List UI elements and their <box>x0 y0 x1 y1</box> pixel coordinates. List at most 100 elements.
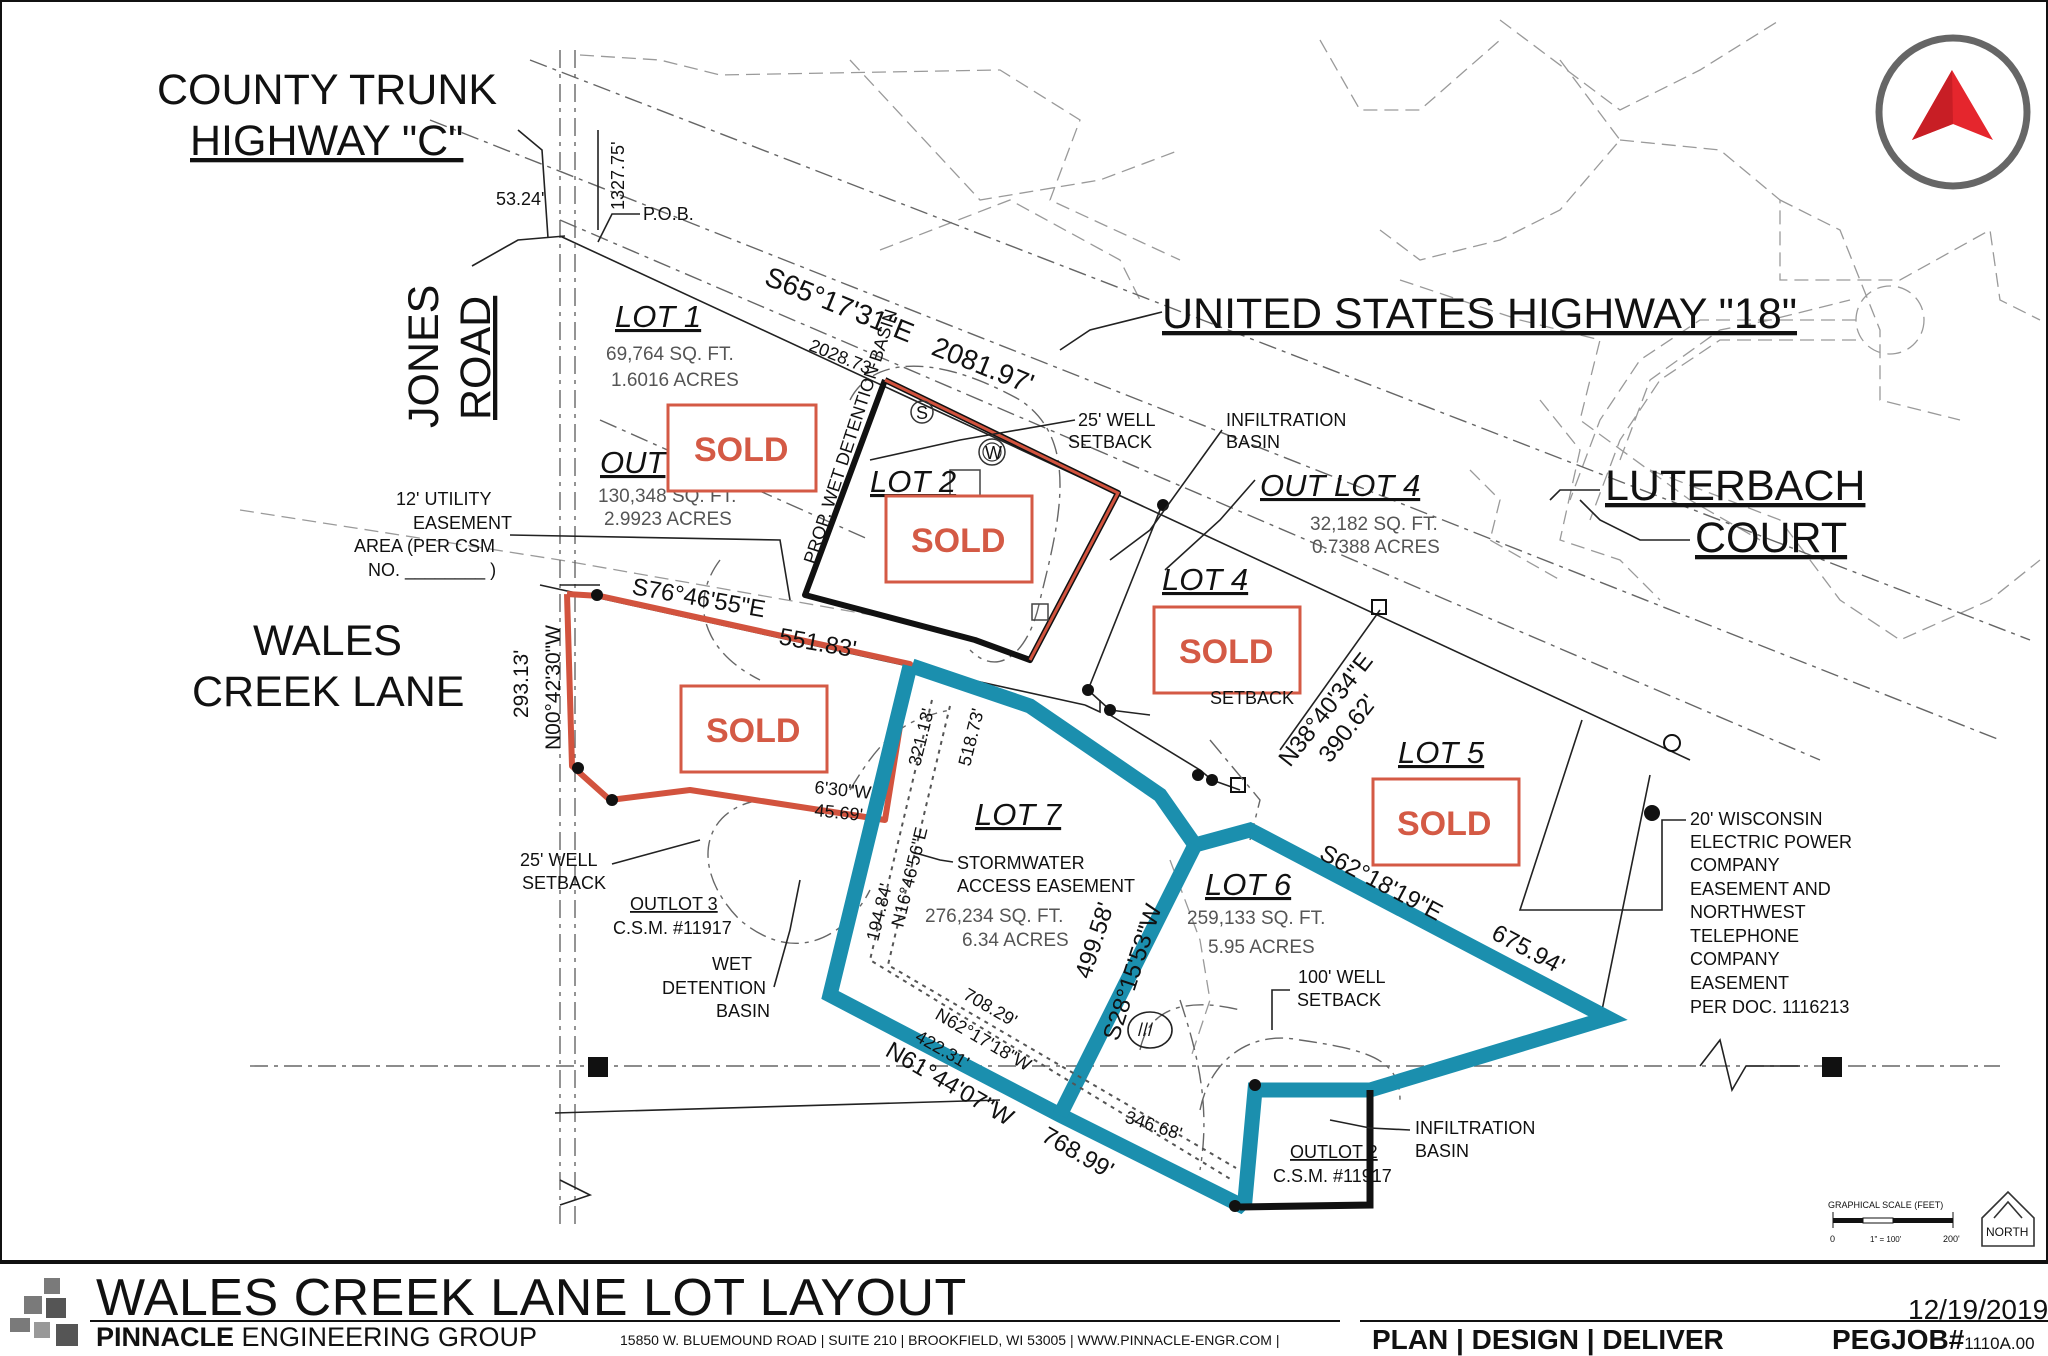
lot1-acres: 1.6016 ACRES <box>611 370 739 391</box>
sold-tag-lot4: SOLD <box>1152 605 1302 695</box>
job-prefix: PEGJOB# <box>1832 1324 1965 1355</box>
svg-text:EASEMENT: EASEMENT <box>1690 973 1789 993</box>
outlot4-acres: 0.7388 ACRES <box>1312 537 1440 558</box>
firm-name: PINNACLE ENGINEERING GROUP <box>96 1322 537 1353</box>
leader <box>517 129 549 239</box>
svg-text:20' WISCONSIN: 20' WISCONSIN <box>1690 809 1822 829</box>
well-setback-100-1: 100' WELL <box>1298 967 1386 987</box>
well-setback-left-1: 25' WELL <box>520 850 597 870</box>
outlot3-label-1: OUTLOT 3 <box>630 894 718 914</box>
outlot1-acres: 2.9923 ACRES <box>604 509 732 530</box>
lot4-label: LOT 4 <box>1162 562 1248 597</box>
jones-road-label-1: JONES <box>400 285 448 428</box>
wet-detention-2: DETENTION <box>662 978 766 998</box>
well-setback-100-2: SETBACK <box>1297 990 1381 1010</box>
svg-text:TELEPHONE: TELEPHONE <box>1690 926 1799 946</box>
svg-text:COMPANY: COMPANY <box>1690 855 1780 875</box>
utility-easement-4: NO. ________ ) <box>368 560 496 581</box>
lot1-sqft: 69,764 SQ. FT. <box>606 344 734 365</box>
us-highway-label: UNITED STATES HIGHWAY "18" <box>1162 290 1797 338</box>
outlot4-sqft: 32,182 SQ. FT. <box>1310 514 1438 535</box>
wet-detention-1: WET <box>712 954 752 974</box>
setback-partial-label: SETBACK <box>1210 688 1294 708</box>
lot5-label: LOT 5 <box>1398 735 1485 770</box>
well-setback-left-2: SETBACK <box>522 873 606 893</box>
title-divider-right <box>1360 1320 2048 1322</box>
septic-marker <box>910 400 934 424</box>
lot6-sqft: 259,133 SQ. FT. <box>1187 908 1325 929</box>
outlot1-label: OUT <box>600 445 668 480</box>
infiltration-top-2: BASIN <box>1226 432 1280 452</box>
infiltration-bottom-2: BASIN <box>1415 1141 1469 1161</box>
infiltration-top-1: INFILTRATION <box>1226 410 1346 430</box>
svg-text:S65°17'31"E: S65°17'31"E <box>761 261 918 349</box>
svg-text:293.13': 293.13' <box>510 650 533 718</box>
svg-text:321.13': 321.13' <box>904 706 938 768</box>
pob-label: P.O.B. <box>643 204 694 224</box>
svg-text:518.73': 518.73' <box>954 706 988 768</box>
lot6-acres: 5.95 ACRES <box>1208 937 1315 958</box>
title-divider <box>90 1320 1340 1322</box>
svg-text:N00°42'30"W: N00°42'30"W <box>542 625 565 750</box>
svg-text:EASEMENT AND: EASEMENT AND <box>1690 879 1831 899</box>
septic-marker-label: S <box>916 403 928 423</box>
well-marker <box>978 438 1006 466</box>
sold-tag-lot1: SOLD <box>666 403 818 493</box>
well-setback-top-2: SETBACK <box>1068 432 1152 452</box>
svg-text:2028.73': 2028.73' <box>807 335 878 379</box>
utility-easement-2: EASEMENT <box>413 513 512 533</box>
stormwater-easement-line <box>868 699 1233 1181</box>
stormwater-label-1: STORMWATER <box>957 853 1085 873</box>
graphical-scale: GRAPHICAL SCALE (FEET) 0 1" = 100' 200' <box>1828 1200 1960 1244</box>
county-trunk-label-2: HIGHWAY "C" <box>190 117 463 165</box>
lot-lines <box>588 499 1842 1077</box>
svg-text:PER DOC. 1116213: PER DOC. 1116213 <box>1690 997 1849 1017</box>
site-plan: /// S W COUNTY TRUNK HIGHWAY "C" JONES R… <box>0 0 2048 1262</box>
firm-tagline: PLAN | DESIGN | DELIVER <box>1372 1324 1724 1355</box>
sold-tag-lot5: SOLD <box>1371 777 1521 867</box>
svg-text:551.83': 551.83' <box>777 623 859 663</box>
plan-date: 12/19/2019 <box>1908 1294 2048 1325</box>
svg-text:53.24': 53.24' <box>496 189 544 209</box>
road-linework <box>250 50 2031 1230</box>
wet-detention-3: BASIN <box>716 1001 770 1021</box>
sheet-border <box>0 0 2048 1262</box>
svg-text:ELECTRIC POWER: ELECTRIC POWER <box>1690 832 1852 852</box>
wales-creek-label-2: CREEK LANE <box>192 668 464 716</box>
page-title: WALES CREEK LANE LOT LAYOUT <box>96 1269 967 1327</box>
svg-text:0: 0 <box>1830 1234 1835 1244</box>
stormwater-easement-line-2 <box>886 705 1237 1169</box>
svg-text:SOLD: SOLD <box>911 522 1005 560</box>
svg-text:NORTH: NORTH <box>1986 1225 2028 1239</box>
outlot3-label-2: C.S.M. #11917 <box>613 918 732 938</box>
svg-text:1" = 100': 1" = 100' <box>1870 1235 1902 1244</box>
lot2-boundary-accent <box>884 378 1121 661</box>
lot6-lot7-line <box>1053 841 1202 1119</box>
title-block: WALES CREEK LANE LOT LAYOUT PINNACLE ENG… <box>0 1262 2048 1355</box>
luterbach-label-1: LUTERBACH <box>1605 462 1865 510</box>
north-arrow <box>1875 34 2031 190</box>
svg-text:200': 200' <box>1943 1234 1960 1244</box>
north-symbol: NORTH <box>1981 1190 2035 1247</box>
svg-text:COMPANY: COMPANY <box>1690 949 1780 969</box>
firm-name-rest: ENGINEERING GROUP <box>234 1322 538 1352</box>
infiltration-bottom-1: INFILTRATION <box>1415 1118 1535 1138</box>
well-marker-label: W <box>985 443 1002 463</box>
jones-road-label-2: ROAD <box>452 296 500 420</box>
sold-tag-lot2: SOLD <box>884 494 1034 584</box>
well-setback-top-1: 25' WELL <box>1078 410 1155 430</box>
svg-text:SOLD: SOLD <box>1179 633 1273 671</box>
utility-easement-3: AREA (PER CSM <box>354 536 495 556</box>
outlot2-label-1: OUTLOT 2 <box>1290 1142 1378 1162</box>
svg-text:SOLD: SOLD <box>1397 805 1491 843</box>
firm-address: 15850 W. BLUEMOUND ROAD | SUITE 210 | BR… <box>620 1332 1280 1348</box>
svg-text:SOLD: SOLD <box>706 712 800 750</box>
svg-text:499.58': 499.58' <box>1070 899 1120 982</box>
sold-tag-lot3: SOLD <box>679 684 829 774</box>
lot6-label: LOT 6 <box>1205 867 1292 902</box>
svg-text:1327.75': 1327.75' <box>608 141 628 210</box>
job-number: PEGJOB#1110A.00 <box>1832 1324 2035 1356</box>
pinnacle-logo-icon <box>10 1278 84 1348</box>
county-trunk-label-1: COUNTY TRUNK <box>157 66 497 114</box>
svg-text:2081.97': 2081.97' <box>928 331 1038 400</box>
